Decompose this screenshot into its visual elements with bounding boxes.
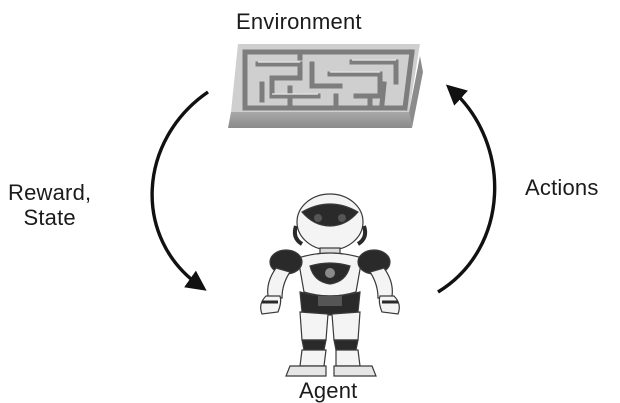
maze-image	[228, 44, 423, 128]
reward-state-label: Reward, State	[8, 180, 91, 231]
reward-label-line1: Reward,	[8, 180, 92, 205]
environment-label: Environment	[236, 9, 362, 34]
robot-image	[260, 193, 400, 377]
reward-state-arrow	[150, 90, 209, 291]
agent-label: Agent	[299, 378, 358, 403]
actions-label: Actions	[525, 175, 599, 200]
actions-arrow	[437, 84, 497, 294]
reward-label-line2: State	[23, 205, 76, 231]
